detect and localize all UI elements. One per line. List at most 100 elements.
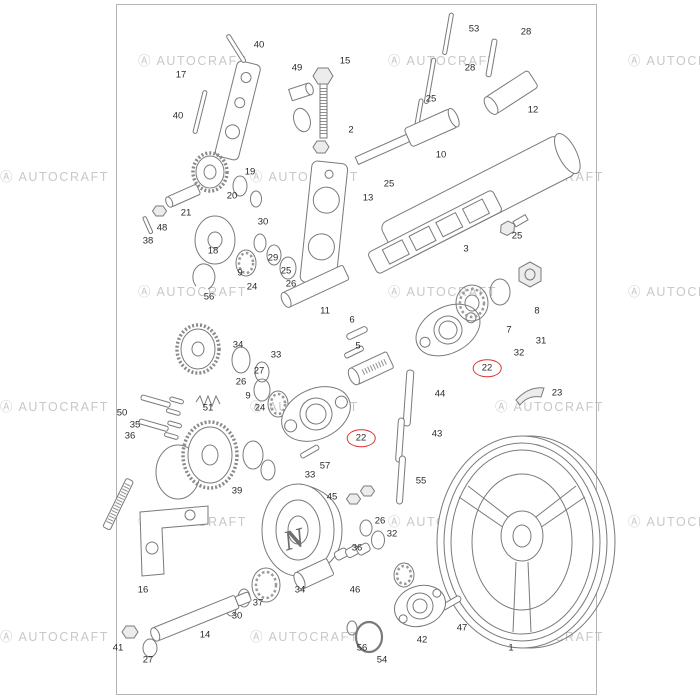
rod-53 [442, 12, 454, 56]
ring-27-mid [254, 361, 270, 383]
lock-collar-8 [518, 261, 542, 288]
washer-29 [253, 233, 267, 253]
part-label-23: 23 [551, 387, 563, 399]
rack-45 [333, 542, 371, 561]
part-label-14: 14 [199, 629, 211, 641]
rod-43 [395, 417, 405, 463]
part-label-38: 38 [142, 235, 154, 247]
bolt-25-right [500, 213, 529, 237]
part-label-31: 31 [535, 335, 547, 347]
part-label-16: 16 [137, 584, 149, 596]
stud-57 [300, 444, 320, 459]
part-label-29: 29 [267, 252, 279, 264]
part-label-12: 12 [527, 104, 539, 116]
ring-26-mid [253, 378, 271, 402]
part-label-27: 27 [142, 654, 154, 666]
part-label-27: 27 [253, 365, 265, 377]
disc-18 [194, 215, 236, 265]
part-label-25: 25 [511, 230, 523, 242]
part-label-7: 7 [506, 324, 512, 336]
pin-6 [346, 326, 368, 340]
part-label-32: 32 [513, 347, 525, 359]
part-label-5: 5 [355, 340, 361, 352]
part-label-6: 6 [349, 314, 355, 326]
part-label-45: 45 [326, 491, 338, 503]
shift-fork-50 [140, 394, 184, 416]
oring-54 [354, 620, 384, 654]
sleeve-12 [483, 70, 538, 115]
washer-30-upper [250, 190, 262, 208]
part-label-18: 18 [207, 245, 219, 257]
highlighted-part-label-22: 22 [346, 429, 376, 447]
part-label-19: 19 [244, 166, 256, 178]
ring-26 [279, 256, 297, 280]
washer-27-low [142, 638, 158, 658]
part-label-34: 34 [232, 339, 244, 351]
part-label-33: 33 [304, 469, 316, 481]
gear-19 [191, 151, 229, 193]
spacer-49 [288, 82, 314, 102]
part-label-40: 40 [253, 39, 265, 51]
part-label-51: 51 [202, 402, 214, 414]
part-label-24: 24 [254, 402, 266, 414]
nut-8-small [345, 493, 362, 505]
part-label-25: 25 [383, 178, 395, 190]
snap-ring-31 [489, 278, 511, 306]
part-label-33: 33 [270, 349, 282, 361]
wedge-23 [515, 387, 545, 406]
part-label-43: 43 [431, 428, 443, 440]
spring-51 [195, 394, 221, 408]
bearing-37 [251, 567, 281, 603]
part-label-28: 28 [464, 62, 476, 74]
nut-41 [121, 625, 139, 639]
part-label-24: 24 [246, 281, 258, 293]
shaft-11 [280, 264, 350, 308]
hex-nut-small [312, 140, 330, 154]
watermark: Ⓐ AUTOCRAFT [628, 515, 700, 529]
bracket-16 [139, 505, 209, 577]
part-label-46: 46 [349, 584, 361, 596]
part-label-42: 42 [416, 634, 428, 646]
part-label-47: 47 [456, 622, 468, 634]
shaft-21 [165, 184, 201, 208]
pulley-1 [436, 435, 616, 649]
rod-55 [396, 455, 406, 505]
bearing-9-24 [235, 249, 257, 277]
part-label-37: 37 [252, 597, 264, 609]
part-label-30: 30 [231, 610, 243, 622]
ring-32-low [371, 530, 385, 550]
shaft-14 [150, 591, 252, 642]
part-label-53: 53 [468, 23, 480, 35]
nut-48 [151, 205, 168, 217]
splined-shaft-3 [368, 190, 502, 274]
part-label-3: 3 [463, 243, 469, 255]
washer-low [260, 459, 276, 481]
sleeve-34-low [293, 558, 334, 590]
highlighted-part-label-22: 22 [472, 359, 502, 377]
part-label-26: 26 [374, 515, 386, 527]
oring-2 [293, 107, 311, 133]
part-label-8: 8 [534, 305, 540, 317]
ring-20 [232, 175, 248, 197]
part-label-1: 1 [508, 642, 514, 654]
part-label-56: 56 [203, 291, 215, 303]
washer-56-low [346, 620, 358, 636]
watermark: Ⓐ AUTOCRAFT [138, 54, 248, 68]
part-label-21: 21 [180, 207, 192, 219]
part-label-9: 9 [237, 267, 243, 279]
shaft-10 [354, 107, 460, 166]
part-label-55: 55 [415, 475, 427, 487]
part-label-56: 56 [356, 642, 368, 654]
gear-34 [175, 323, 221, 375]
pin-38 [142, 216, 154, 235]
part-label-44: 44 [434, 388, 446, 400]
pin-40-side-icon [192, 90, 208, 134]
part-label-41: 41 [112, 642, 124, 654]
watermark: Ⓐ AUTOCRAFT [388, 54, 498, 68]
part-label-17: 17 [175, 69, 187, 81]
part-label-57: 57 [319, 460, 331, 472]
watermark: Ⓐ AUTOCRAFT [0, 170, 110, 184]
part-label-10: 10 [435, 149, 447, 161]
